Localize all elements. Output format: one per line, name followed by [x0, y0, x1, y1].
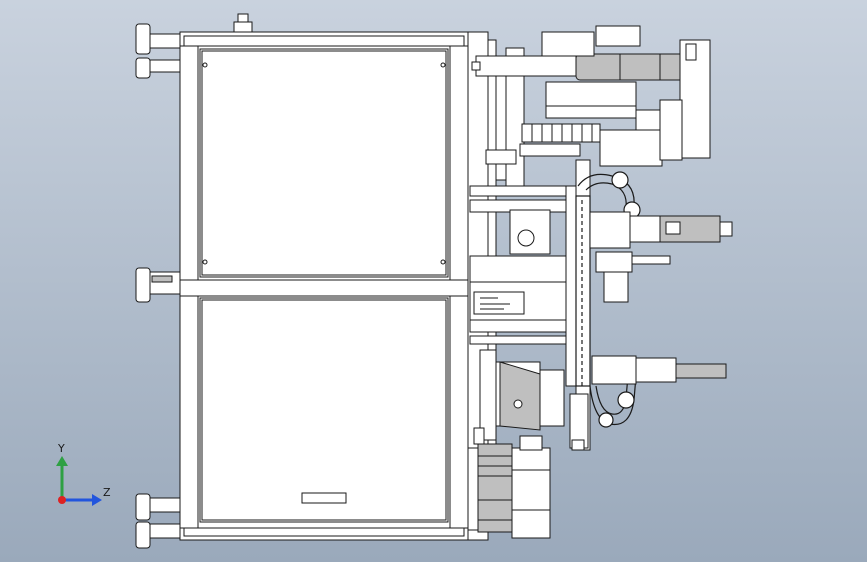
coordinate-triad — [56, 456, 102, 506]
servo-motor-middle — [509, 209, 733, 303]
timing-belt — [485, 123, 601, 165]
leveling-feet — [135, 23, 181, 549]
upper-cylinder-assembly — [471, 25, 711, 167]
lower-door-panel — [199, 297, 449, 523]
cable-drag-chain — [575, 171, 641, 428]
z-axis-label: Z — [103, 486, 111, 499]
y-axis-label: Y — [58, 442, 65, 455]
lower-actuator — [569, 355, 727, 451]
nameplate — [473, 291, 525, 315]
main-cabinet — [179, 13, 469, 541]
upper-door-panel — [199, 48, 449, 278]
lower-clamp-bracket — [473, 349, 565, 445]
door-handle-slot — [301, 492, 347, 504]
material-spool — [467, 435, 551, 539]
